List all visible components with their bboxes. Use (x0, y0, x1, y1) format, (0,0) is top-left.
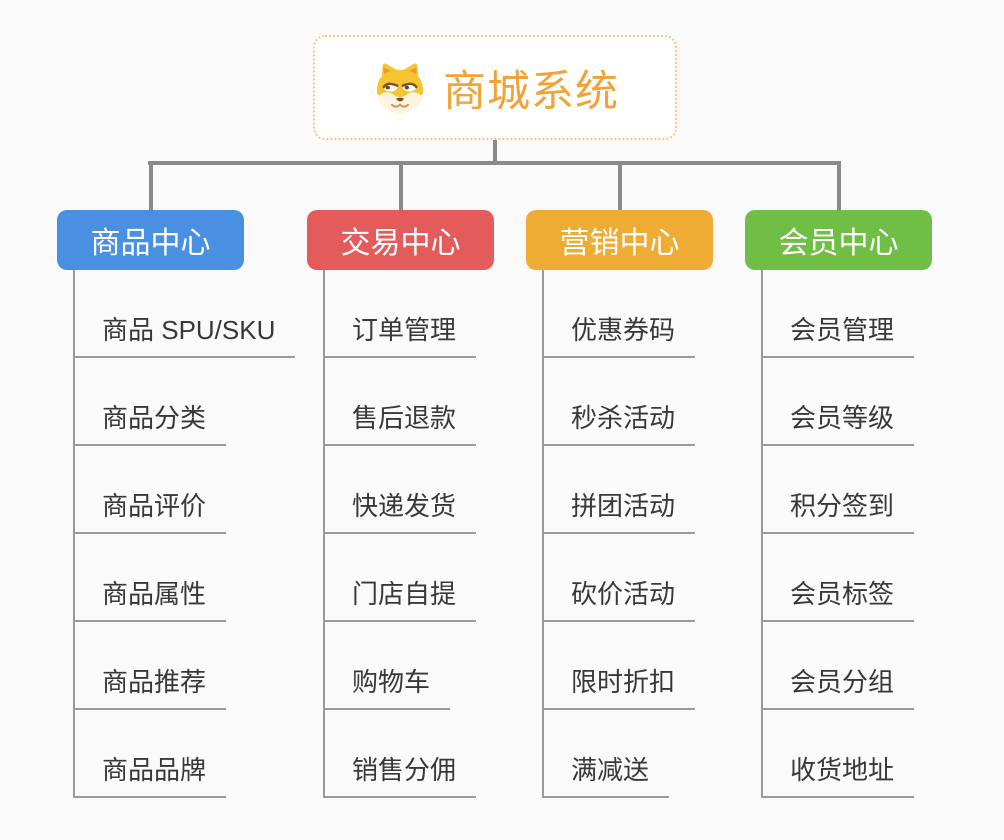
connector-branch-stub (399, 161, 403, 210)
child-topic-label: 商品分类 (75, 398, 227, 446)
child-topic-label: 会员分组 (763, 662, 915, 710)
connector-branch-stub (149, 161, 153, 210)
child-topic[interactable]: 会员等级 (763, 358, 915, 446)
branch-node[interactable]: 会员中心 (745, 210, 932, 270)
child-topic-label: 限时折扣 (544, 662, 696, 710)
child-topic-label: 商品评价 (75, 486, 227, 534)
child-topic-label: 积分签到 (763, 486, 915, 534)
connector-branch-stub (837, 161, 841, 210)
child-topic-label: 购物车 (325, 662, 451, 710)
child-topic-label: 售后退款 (325, 398, 477, 446)
child-topic-label: 商品品牌 (75, 750, 227, 798)
dog-face-icon (371, 59, 429, 117)
child-topic-label: 砍价活动 (544, 574, 696, 622)
child-topic[interactable]: 商品品牌 (75, 710, 295, 798)
child-topic-label: 商品 SPU/SKU (75, 310, 296, 358)
root-node[interactable]: 商城系统 (313, 35, 677, 140)
child-topic[interactable]: 积分签到 (763, 446, 915, 534)
child-topic[interactable]: 会员标签 (763, 534, 915, 622)
child-topic-label: 商品推荐 (75, 662, 227, 710)
branch-node[interactable]: 交易中心 (307, 210, 494, 270)
child-topic-label: 拼团活动 (544, 486, 696, 534)
child-topic-label: 商品属性 (75, 574, 227, 622)
child-topic[interactable]: 商品 SPU/SKU (75, 270, 296, 358)
child-topic[interactable]: 门店自提 (325, 534, 477, 622)
child-topic-label: 会员标签 (763, 574, 915, 622)
child-topic-label: 秒杀活动 (544, 398, 696, 446)
connector-root-stub (493, 138, 497, 165)
child-topic[interactable]: 商品分类 (75, 358, 295, 446)
connector-horizontal-rail (148, 161, 841, 165)
child-topic[interactable]: 售后退款 (325, 358, 477, 446)
root-title: 商城系统 (443, 67, 619, 116)
child-topic[interactable]: 拼团活动 (544, 446, 696, 534)
child-topic-label: 会员管理 (763, 310, 915, 358)
child-topic[interactable]: 销售分佣 (325, 710, 477, 798)
child-topic-label: 快递发货 (325, 486, 477, 534)
child-topic-label: 销售分佣 (325, 750, 477, 798)
connector-branch-stub (618, 161, 622, 210)
child-topic[interactable]: 会员分组 (763, 622, 915, 710)
child-topic[interactable]: 商品推荐 (75, 622, 295, 710)
child-topic-label: 收货地址 (763, 750, 915, 798)
child-topic[interactable]: 会员管理 (763, 270, 915, 358)
branch-node[interactable]: 营销中心 (526, 210, 713, 270)
child-topic-label: 优惠券码 (544, 310, 696, 358)
child-topic[interactable]: 优惠券码 (544, 270, 696, 358)
child-topic[interactable]: 商品评价 (75, 446, 295, 534)
child-topic[interactable]: 购物车 (325, 622, 476, 710)
child-topic-label: 订单管理 (325, 310, 477, 358)
branch-children-group: 会员管理 会员等级 积分签到 会员标签 会员分组 收货地址 (761, 270, 915, 798)
child-topic[interactable]: 收货地址 (763, 710, 915, 798)
branch-children-group: 商品 SPU/SKU 商品分类 商品评价 商品属性 商品推荐 商品品牌 (73, 270, 296, 798)
child-topic[interactable]: 秒杀活动 (544, 358, 696, 446)
child-topic[interactable]: 砍价活动 (544, 534, 696, 622)
branch-children-group: 订单管理 售后退款 快递发货 门店自提 购物车 销售分佣 (323, 270, 477, 798)
branch-children-group: 优惠券码 秒杀活动 拼团活动 砍价活动 限时折扣 满减送 (542, 270, 696, 798)
child-topic[interactable]: 订单管理 (325, 270, 477, 358)
child-topic[interactable]: 限时折扣 (544, 622, 696, 710)
child-topic[interactable]: 满减送 (544, 710, 695, 798)
branch-node[interactable]: 商品中心 (57, 210, 244, 270)
child-topic-label: 门店自提 (325, 574, 477, 622)
child-topic[interactable]: 快递发货 (325, 446, 477, 534)
child-topic[interactable]: 商品属性 (75, 534, 295, 622)
child-topic-label: 会员等级 (763, 398, 915, 446)
child-topic-label: 满减送 (544, 750, 670, 798)
